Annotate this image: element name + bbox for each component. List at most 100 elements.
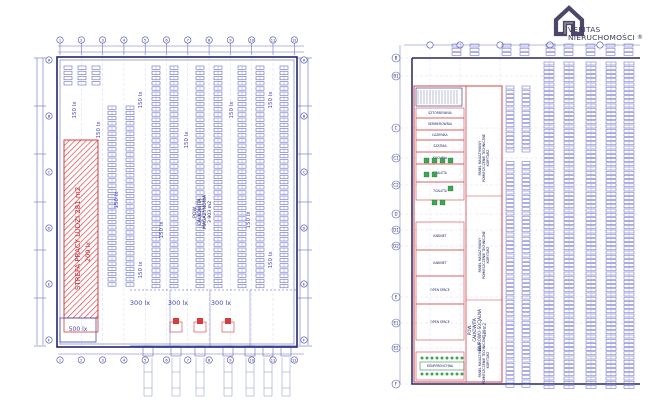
storage-rack-bay (521, 173, 531, 178)
storage-rack-bay (505, 333, 515, 338)
aisle-lux-label: 150 lx (114, 191, 120, 209)
conference-chair (445, 372, 449, 376)
storage-rack-bay (505, 94, 515, 98)
grid-bubble-label: D (48, 225, 51, 230)
storage-rack-bay (505, 325, 515, 329)
aisle-lux-label: 150 lx (246, 211, 252, 229)
storage-rack-bay (63, 81, 73, 86)
grid-bubble (300, 280, 308, 288)
storage-rack-bay (521, 123, 531, 128)
grid-bubble-label: D (303, 225, 306, 230)
grid-bubble (248, 36, 256, 44)
grid-bubble-label: 11 (271, 39, 276, 43)
grid-bubble (290, 36, 298, 44)
storage-rack-bay (521, 299, 531, 304)
storage-rack-bay (505, 85, 515, 90)
storage-rack-bay (505, 291, 515, 296)
truck-outline (171, 358, 181, 397)
storage-rack-bay (505, 165, 515, 170)
storage-rack-bay (505, 287, 515, 291)
grid-bubble-label: E (395, 295, 398, 300)
grid-bubble (77, 36, 85, 44)
storage-rack-bay (451, 47, 462, 52)
storage-rack-bay (521, 262, 531, 266)
corridor-label-1: PANEL MAGAZYNOWY (478, 141, 482, 176)
storage-rack-bay (521, 161, 531, 165)
storage-rack-bay (505, 320, 515, 325)
conference-chair (450, 356, 454, 360)
storage-rack-bay (521, 316, 531, 321)
grid-bubble-label: 4 (123, 39, 126, 43)
storage-rack-bay (521, 358, 531, 363)
storage-rack-bay (505, 224, 515, 228)
conference-chair (440, 372, 444, 376)
truck-outline (263, 358, 273, 397)
storage-rack-bay (505, 144, 515, 149)
storage-rack-bay (505, 169, 515, 174)
storage-rack-bay (623, 52, 634, 56)
storage-rack-bay (505, 375, 515, 380)
storage-rack-bay (91, 76, 101, 81)
storage-rack-bay (521, 341, 531, 346)
conference-chair (420, 372, 424, 376)
storage-rack-bay (505, 148, 515, 153)
grid-bubble-label: 9 (229, 39, 232, 43)
grid-bubble (141, 356, 149, 364)
grid-bubble-label: 8 (208, 359, 211, 363)
storage-rack-bay (505, 295, 515, 300)
truck-outline (143, 358, 153, 397)
room-label: TOALETA (432, 189, 448, 193)
storage-rack-bay (501, 52, 512, 56)
grid-bubble (45, 224, 53, 232)
storage-rack-bay (521, 98, 531, 102)
grid-bubble-label: B (395, 56, 398, 61)
corridor-label-1b: POMIESZCZENIE TECHNICZNE (482, 134, 486, 182)
storage-rack-bay (521, 287, 531, 291)
storage-rack-bay (505, 178, 515, 182)
storage-rack-bay (505, 106, 515, 111)
grid-bubble (56, 356, 64, 364)
storage-rack-bay (505, 127, 515, 132)
storage-rack-bay (505, 110, 515, 115)
storage-rack-bay (519, 43, 530, 48)
conference-chair (460, 356, 464, 360)
grid-bubble (269, 36, 277, 44)
aisle-lux-label: 150 lx (268, 251, 274, 269)
truck-outline (223, 358, 233, 397)
grid-bubble (290, 356, 298, 364)
storage-rack-bay (505, 119, 515, 123)
grid-bubble (205, 36, 213, 44)
storage-rack-bay (505, 102, 515, 107)
grid-bubble (596, 41, 604, 49)
grid-bubble (300, 336, 308, 344)
storage-rack-bay (521, 320, 531, 325)
sanitary-fixture (439, 199, 446, 206)
storage-rack-bay (521, 278, 531, 283)
grid-bubble-label: B1 (393, 74, 399, 79)
grid-bubble-label: 2 (80, 39, 82, 43)
storage-rack-bay (521, 337, 531, 342)
dock-lux-3: 300 lx (211, 299, 231, 307)
storage-rack-bay (545, 52, 556, 56)
storage-rack-bay (521, 144, 531, 149)
storage-rack-bay (501, 43, 512, 48)
registered-mark: ® (636, 34, 644, 41)
storage-rack-bay (521, 312, 531, 317)
grid-bubble-label: 1 (59, 39, 61, 43)
storage-rack-bay (505, 329, 515, 333)
grid-bubble (163, 36, 171, 44)
storage-rack-bay (505, 346, 515, 350)
grid-bubble-label: C (395, 126, 398, 131)
right-area-line-2: CAŁKOWITA (472, 318, 477, 342)
storage-rack-bay (505, 89, 515, 94)
storage-rack-bay (519, 52, 530, 56)
conference-chair (445, 356, 449, 360)
brand-name-line-1: VERITAS (568, 25, 601, 34)
grid-bubble (99, 356, 107, 364)
storage-rack-bay (521, 102, 531, 107)
storage-rack-bay (505, 316, 515, 321)
grid-bubble (141, 36, 149, 44)
grid-bubble-label: 1 (59, 359, 61, 363)
room-label: OPEN SPACE (430, 288, 449, 292)
storage-rack-bay (563, 47, 574, 52)
